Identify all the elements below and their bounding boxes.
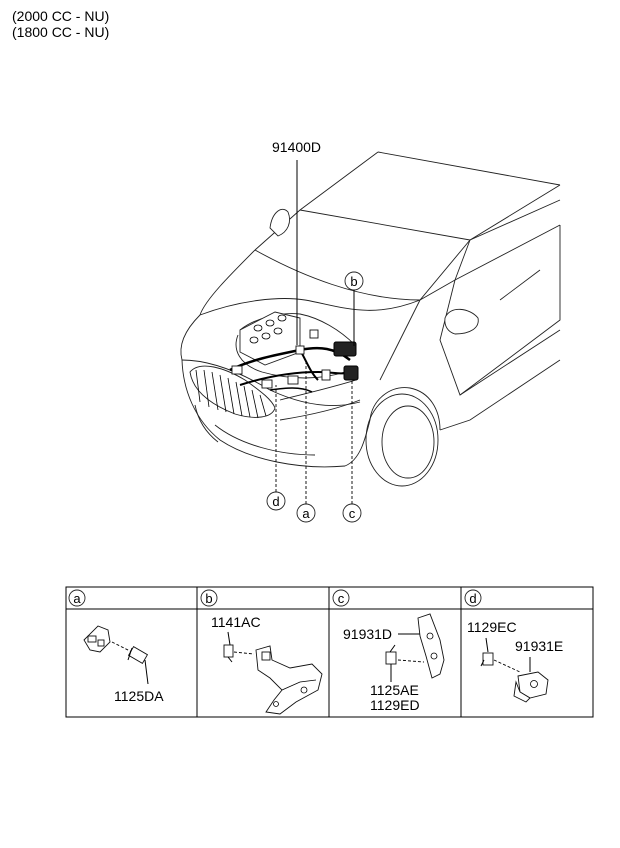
cell-d-marker [464,589,482,607]
part-label-1141AC: 1141AC [211,614,261,630]
cell-c-marker [332,589,350,607]
detail-cell-c: c 91931D 1125AE 1129ED [332,589,445,713]
svg-text:d: d [272,494,279,509]
cell-a-marker [68,589,86,607]
part-label-1125AE: 1125AE [370,682,419,698]
svg-text:b: b [205,591,212,606]
svg-text:a: a [302,506,310,521]
bolt-part-c [385,644,397,665]
svg-text:d: d [469,591,476,606]
part-label-91931E: 91931E [515,638,563,654]
engine-wiring-harness [229,311,359,393]
engine-variant-1800: (1800 CC - NU) [12,24,110,40]
bolt-part-d [480,652,494,667]
part-label-1125DA: 1125DA [114,688,164,704]
callout-d: d [266,385,286,511]
bolt-part-a [127,646,149,664]
detail-cell-a: a 1125DA [68,589,164,704]
car-illustration [180,151,561,487]
callout-a: a [296,360,316,523]
detail-table [65,586,594,718]
part-label-91931D: 91931D [343,626,392,642]
svg-text:c: c [338,591,345,606]
part-label-1129ED: 1129ED [370,697,420,713]
main-part-number: 91400D [272,139,321,155]
detail-cell-b: b 1141AC [200,589,323,715]
part-label-1129EC: 1129EC [467,619,517,635]
clip-part-a [83,625,111,653]
callout-b-top: b [344,271,364,346]
bolt-part-b [223,644,234,663]
svg-text:c: c [349,506,356,521]
svg-text:b: b [350,274,357,289]
engine-variant-2000: (2000 CC - NU) [12,8,110,24]
cell-b-marker [200,589,218,607]
detail-cell-d: d 1129EC 91931E [464,589,563,703]
bracket-part-d [513,671,549,703]
svg-text:a: a [73,591,81,606]
bracket-part-c [417,613,445,679]
bracket-part-b [255,645,323,715]
callout-c: c [342,380,362,523]
